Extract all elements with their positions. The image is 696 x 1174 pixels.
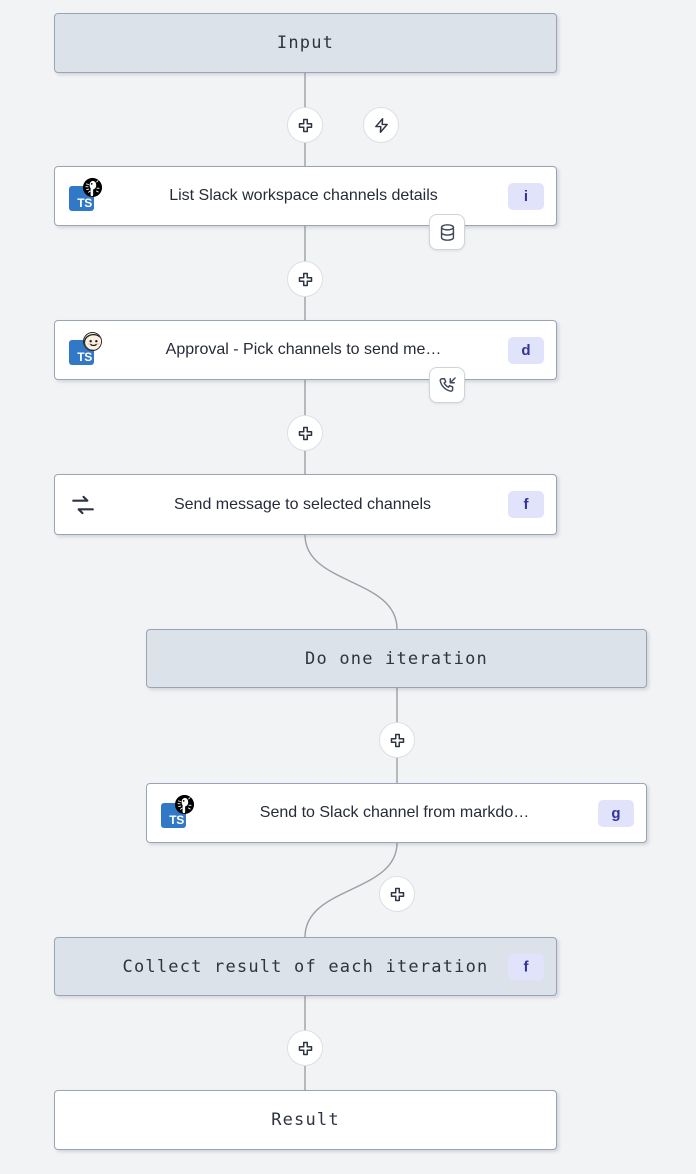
- typescript-icon: TS: [69, 340, 94, 365]
- node-forloop[interactable]: Send message to selected channels f: [54, 474, 557, 535]
- node-collect-result[interactable]: Collect result of each iteration f: [54, 937, 557, 996]
- add-step-button-5[interactable]: [379, 876, 415, 912]
- bun-icon: [83, 332, 102, 351]
- node-list-slack-channels-label: List Slack workspace channels details: [169, 187, 438, 204]
- node-list-slack-channels-badge: i: [508, 182, 544, 210]
- node-send-to-slack-badge: g: [598, 799, 634, 827]
- plus-icon: [390, 887, 404, 901]
- node-collect-result-badge: f: [508, 953, 544, 980]
- typescript-deno-icon: TS: [161, 795, 194, 828]
- node-send-to-slack-label: Send to Slack channel from markdo…: [259, 804, 530, 821]
- phone-incoming-icon: [439, 376, 456, 392]
- plus-icon: [390, 733, 404, 747]
- add-trigger-button[interactable]: [363, 107, 399, 143]
- node-result-label: Result: [271, 1110, 340, 1130]
- approval-kind-badge[interactable]: [429, 367, 465, 403]
- node-approval-label: Approval - Pick channels to send me…: [165, 341, 442, 358]
- loop-icon-wrapper: [69, 491, 97, 519]
- node-forloop-badge: f: [508, 491, 544, 518]
- plus-icon: [298, 272, 312, 286]
- node-approval-badge: d: [508, 336, 544, 364]
- deno-icon: [175, 795, 194, 814]
- add-step-button-6[interactable]: [287, 1030, 323, 1066]
- plus-icon: [298, 1041, 312, 1055]
- add-step-button-1[interactable]: [287, 107, 323, 143]
- add-step-button-4[interactable]: [379, 722, 415, 758]
- deno-glyph: [83, 178, 102, 197]
- node-approval[interactable]: TS Approval - Pick channels to send me… …: [54, 320, 557, 380]
- typescript-bun-icon: TS: [69, 332, 102, 365]
- node-input-label: Input: [276, 33, 335, 53]
- bun-glyph: [84, 333, 101, 350]
- node-do-one-iteration-label: Do one iteration: [305, 648, 488, 669]
- deno-icon: [83, 178, 102, 197]
- node-do-one-iteration[interactable]: Do one iteration: [146, 629, 647, 688]
- database-icon: [440, 223, 454, 241]
- node-list-slack-channels[interactable]: TS: [54, 166, 557, 226]
- node-send-to-slack[interactable]: TS: [146, 783, 647, 843]
- lightning-icon: [374, 117, 388, 133]
- loop-icon: [72, 495, 94, 514]
- node-input[interactable]: Input: [54, 13, 557, 73]
- typescript-icon: TS: [161, 803, 186, 828]
- node-forloop-label: Send message to selected channels: [173, 495, 432, 513]
- wire-forloop-to-iteration: [304, 534, 398, 630]
- plus-icon: [298, 118, 312, 132]
- database-kind-badge[interactable]: [429, 214, 465, 250]
- add-step-button-3[interactable]: [287, 415, 323, 451]
- deno-glyph: [175, 795, 194, 814]
- node-result[interactable]: Result: [54, 1090, 557, 1150]
- plus-icon: [298, 426, 312, 440]
- typescript-deno-icon: TS: [69, 178, 102, 211]
- node-collect-result-label: Collect result of each iteration: [122, 956, 489, 977]
- add-step-button-2[interactable]: [287, 261, 323, 297]
